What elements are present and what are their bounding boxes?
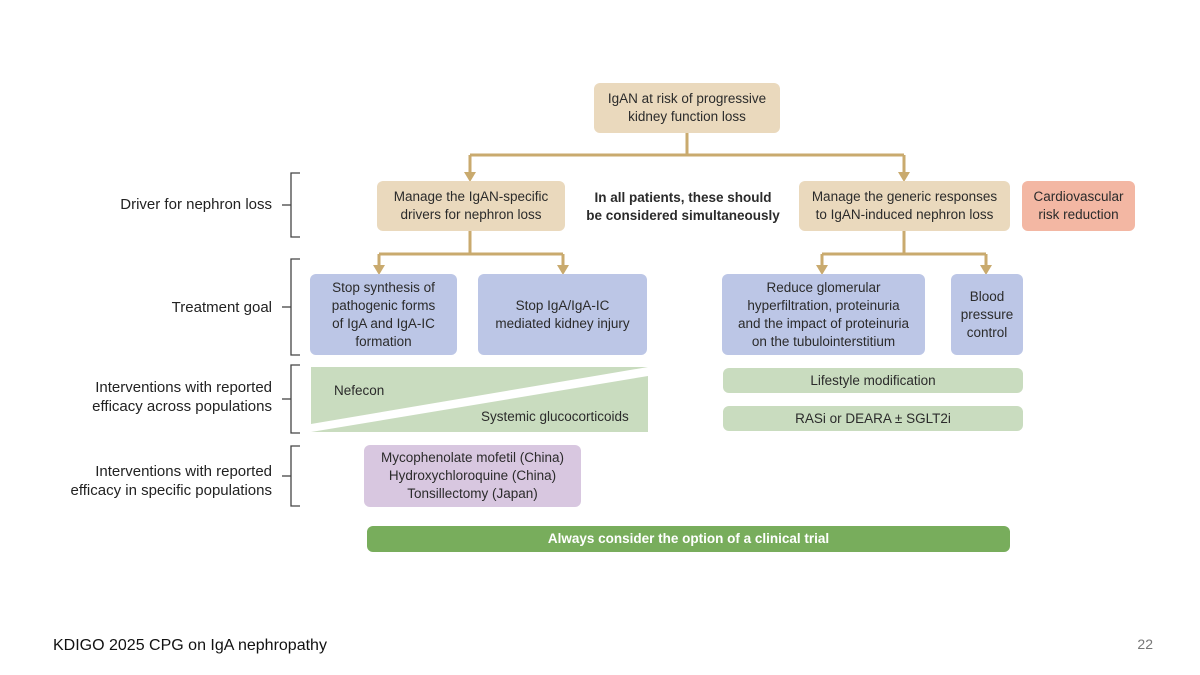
label-driver-for-nephron-loss: Driver for nephron loss xyxy=(120,196,272,213)
blood-pressure-box: Blood pressure control xyxy=(951,274,1023,355)
connector-arrowheads xyxy=(373,172,992,275)
arrowhead-specific xyxy=(464,172,476,182)
label-treatment-goal: Treatment goal xyxy=(171,299,272,316)
stop-kidney-injury-box: Stop IgA/IgA-IC mediated kidney injury xyxy=(478,274,647,355)
hyper-line-2: hyperfiltration, proteinuria xyxy=(747,297,900,313)
footer-citation: KDIGO 2025 CPG on IgA nephropathy xyxy=(53,637,327,654)
arrowhead-bp xyxy=(980,265,992,275)
label-interventions-across: Interventions with reported efficacy acr… xyxy=(92,379,272,415)
hyper-line-3: and the impact of proteinuria on the tub… xyxy=(737,315,910,349)
reduce-hyperfiltration-box: Reduce glomerular hyperfiltration, prote… xyxy=(722,274,925,355)
label-interventions-specific: Interventions with reported efficacy in … xyxy=(70,463,272,499)
arrowhead-injury xyxy=(557,265,569,275)
rasi-deara-sglt2i-box: RASi or DEARA ± SGLT2i xyxy=(723,406,1023,431)
bracket-specific xyxy=(290,445,300,507)
clinical-trial-banner: Always consider the option of a clinical… xyxy=(367,526,1010,552)
glucocorticoids-label: Systemic glucocorticoids xyxy=(481,409,629,424)
arrowhead-generic xyxy=(898,172,910,182)
igan-at-risk-box: IgAN at risk of progressive kidney funct… xyxy=(594,83,780,133)
cardiovascular-risk-box: Cardiovascular risk reduction xyxy=(1022,181,1135,231)
bracket-goal xyxy=(290,258,300,356)
nefecon-glucocorticoid-panel xyxy=(311,367,648,432)
igan-specific-drivers-box: Manage the IgAN-specific drivers for nep… xyxy=(377,181,565,231)
arrowhead-hyper xyxy=(816,265,828,275)
simultaneous-note: In all patients, these should be conside… xyxy=(586,190,780,223)
bracket-across xyxy=(290,364,300,434)
hyper-line-1: Reduce glomerular xyxy=(766,279,881,295)
generic-responses-box: Manage the generic responses to IgAN-ind… xyxy=(799,181,1010,231)
lifestyle-modification-box: Lifestyle modification xyxy=(723,368,1023,393)
diagonal-divider xyxy=(311,367,648,432)
arrowhead-synthesis xyxy=(373,265,385,275)
nefecon-label: Nefecon xyxy=(334,383,385,398)
row-brackets xyxy=(282,172,300,507)
page-number: 22 xyxy=(1137,636,1153,652)
stop-synthesis-box: Stop synthesis of pathogenic forms of Ig… xyxy=(310,274,457,355)
bracket-driver xyxy=(290,172,300,238)
flow-connectors xyxy=(377,133,988,266)
specific-populations-box: Mycophenolate mofetil (China) Hydroxychl… xyxy=(364,445,581,507)
